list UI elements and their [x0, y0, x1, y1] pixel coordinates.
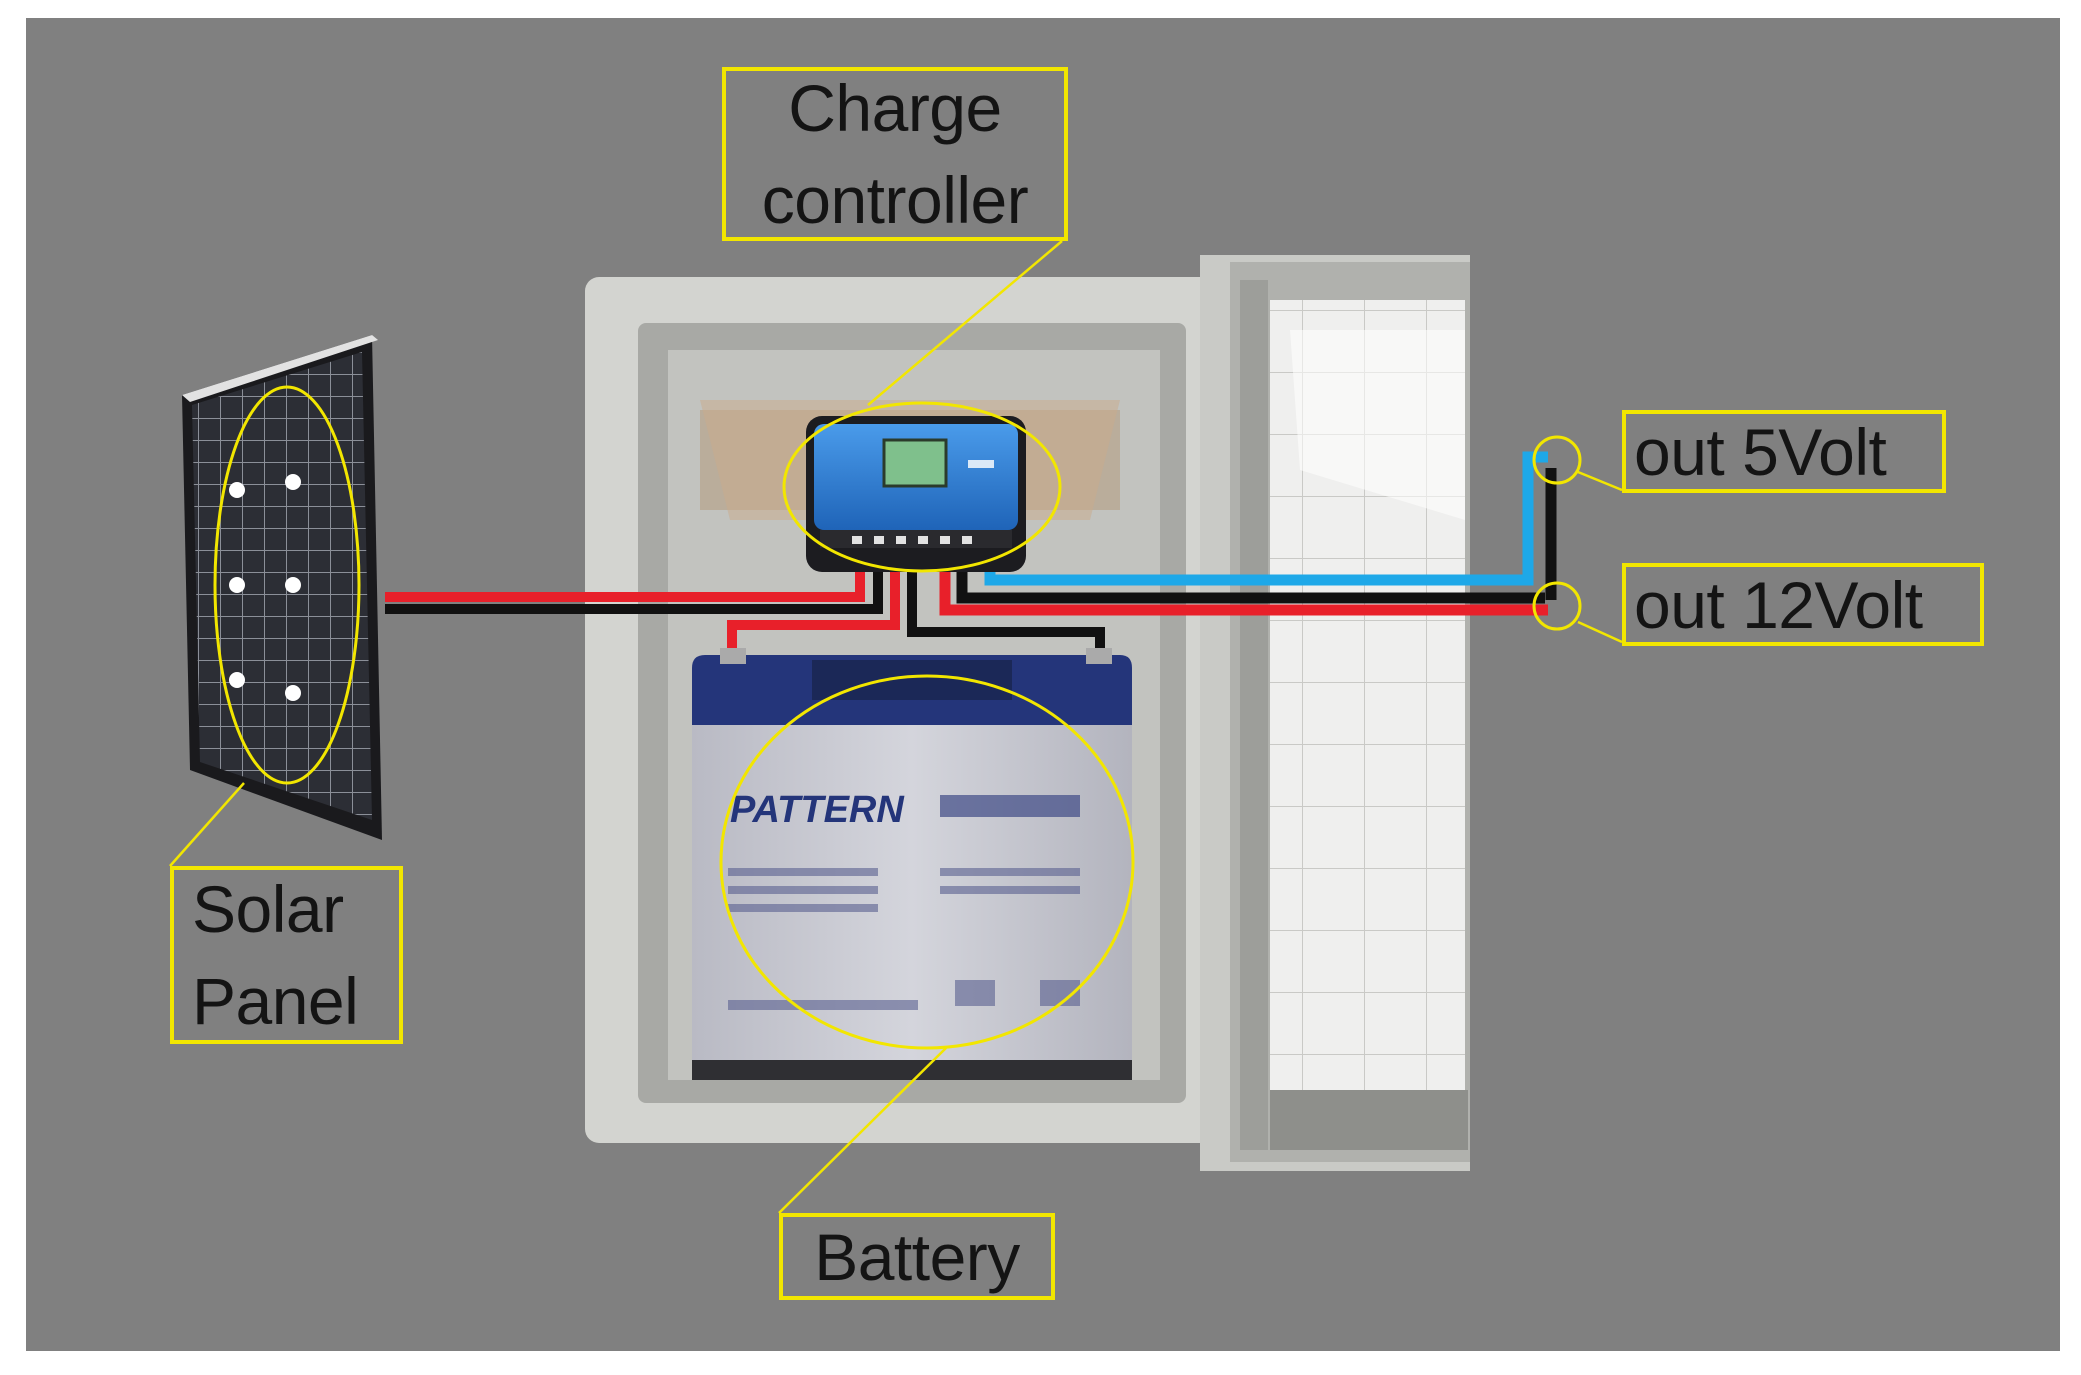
out-5v-terminal-highlight	[1532, 435, 1582, 485]
charge-controller-label-line-2: controller	[761, 163, 1029, 237]
solar-panel-label: Solar Panel	[170, 866, 403, 1044]
battery-brand-text: PATTERN	[730, 789, 905, 831]
battery-label-text: Battery	[814, 1219, 1020, 1294]
charge-controller-highlight	[782, 401, 1062, 573]
battery: PATTERN	[692, 648, 1132, 1080]
out-5v-label: out 5Volt	[1622, 410, 1946, 493]
out-12v-label: out 12Volt	[1622, 563, 1984, 646]
battery-label: Battery	[779, 1213, 1055, 1300]
enclosure-door	[1200, 255, 1470, 1171]
solar-panel	[182, 335, 382, 840]
solar-panel-label-line-2: Panel	[192, 964, 359, 1038]
out-5v-label-text: out 5Volt	[1634, 414, 1887, 489]
charge-controller-label: Charge controller	[722, 67, 1068, 241]
out-12v-terminal-highlight	[1532, 581, 1582, 631]
annotations	[169, 240, 1623, 1214]
charge-controller	[806, 416, 1026, 572]
charge-controller-label-line-1: Charge	[788, 71, 1002, 145]
battery-highlight	[719, 674, 1135, 1050]
solar-panel-highlight	[213, 385, 361, 785]
out-12v-label-text: out 12Volt	[1634, 567, 1923, 642]
solar-panel-label-line-1: Solar	[192, 872, 344, 946]
